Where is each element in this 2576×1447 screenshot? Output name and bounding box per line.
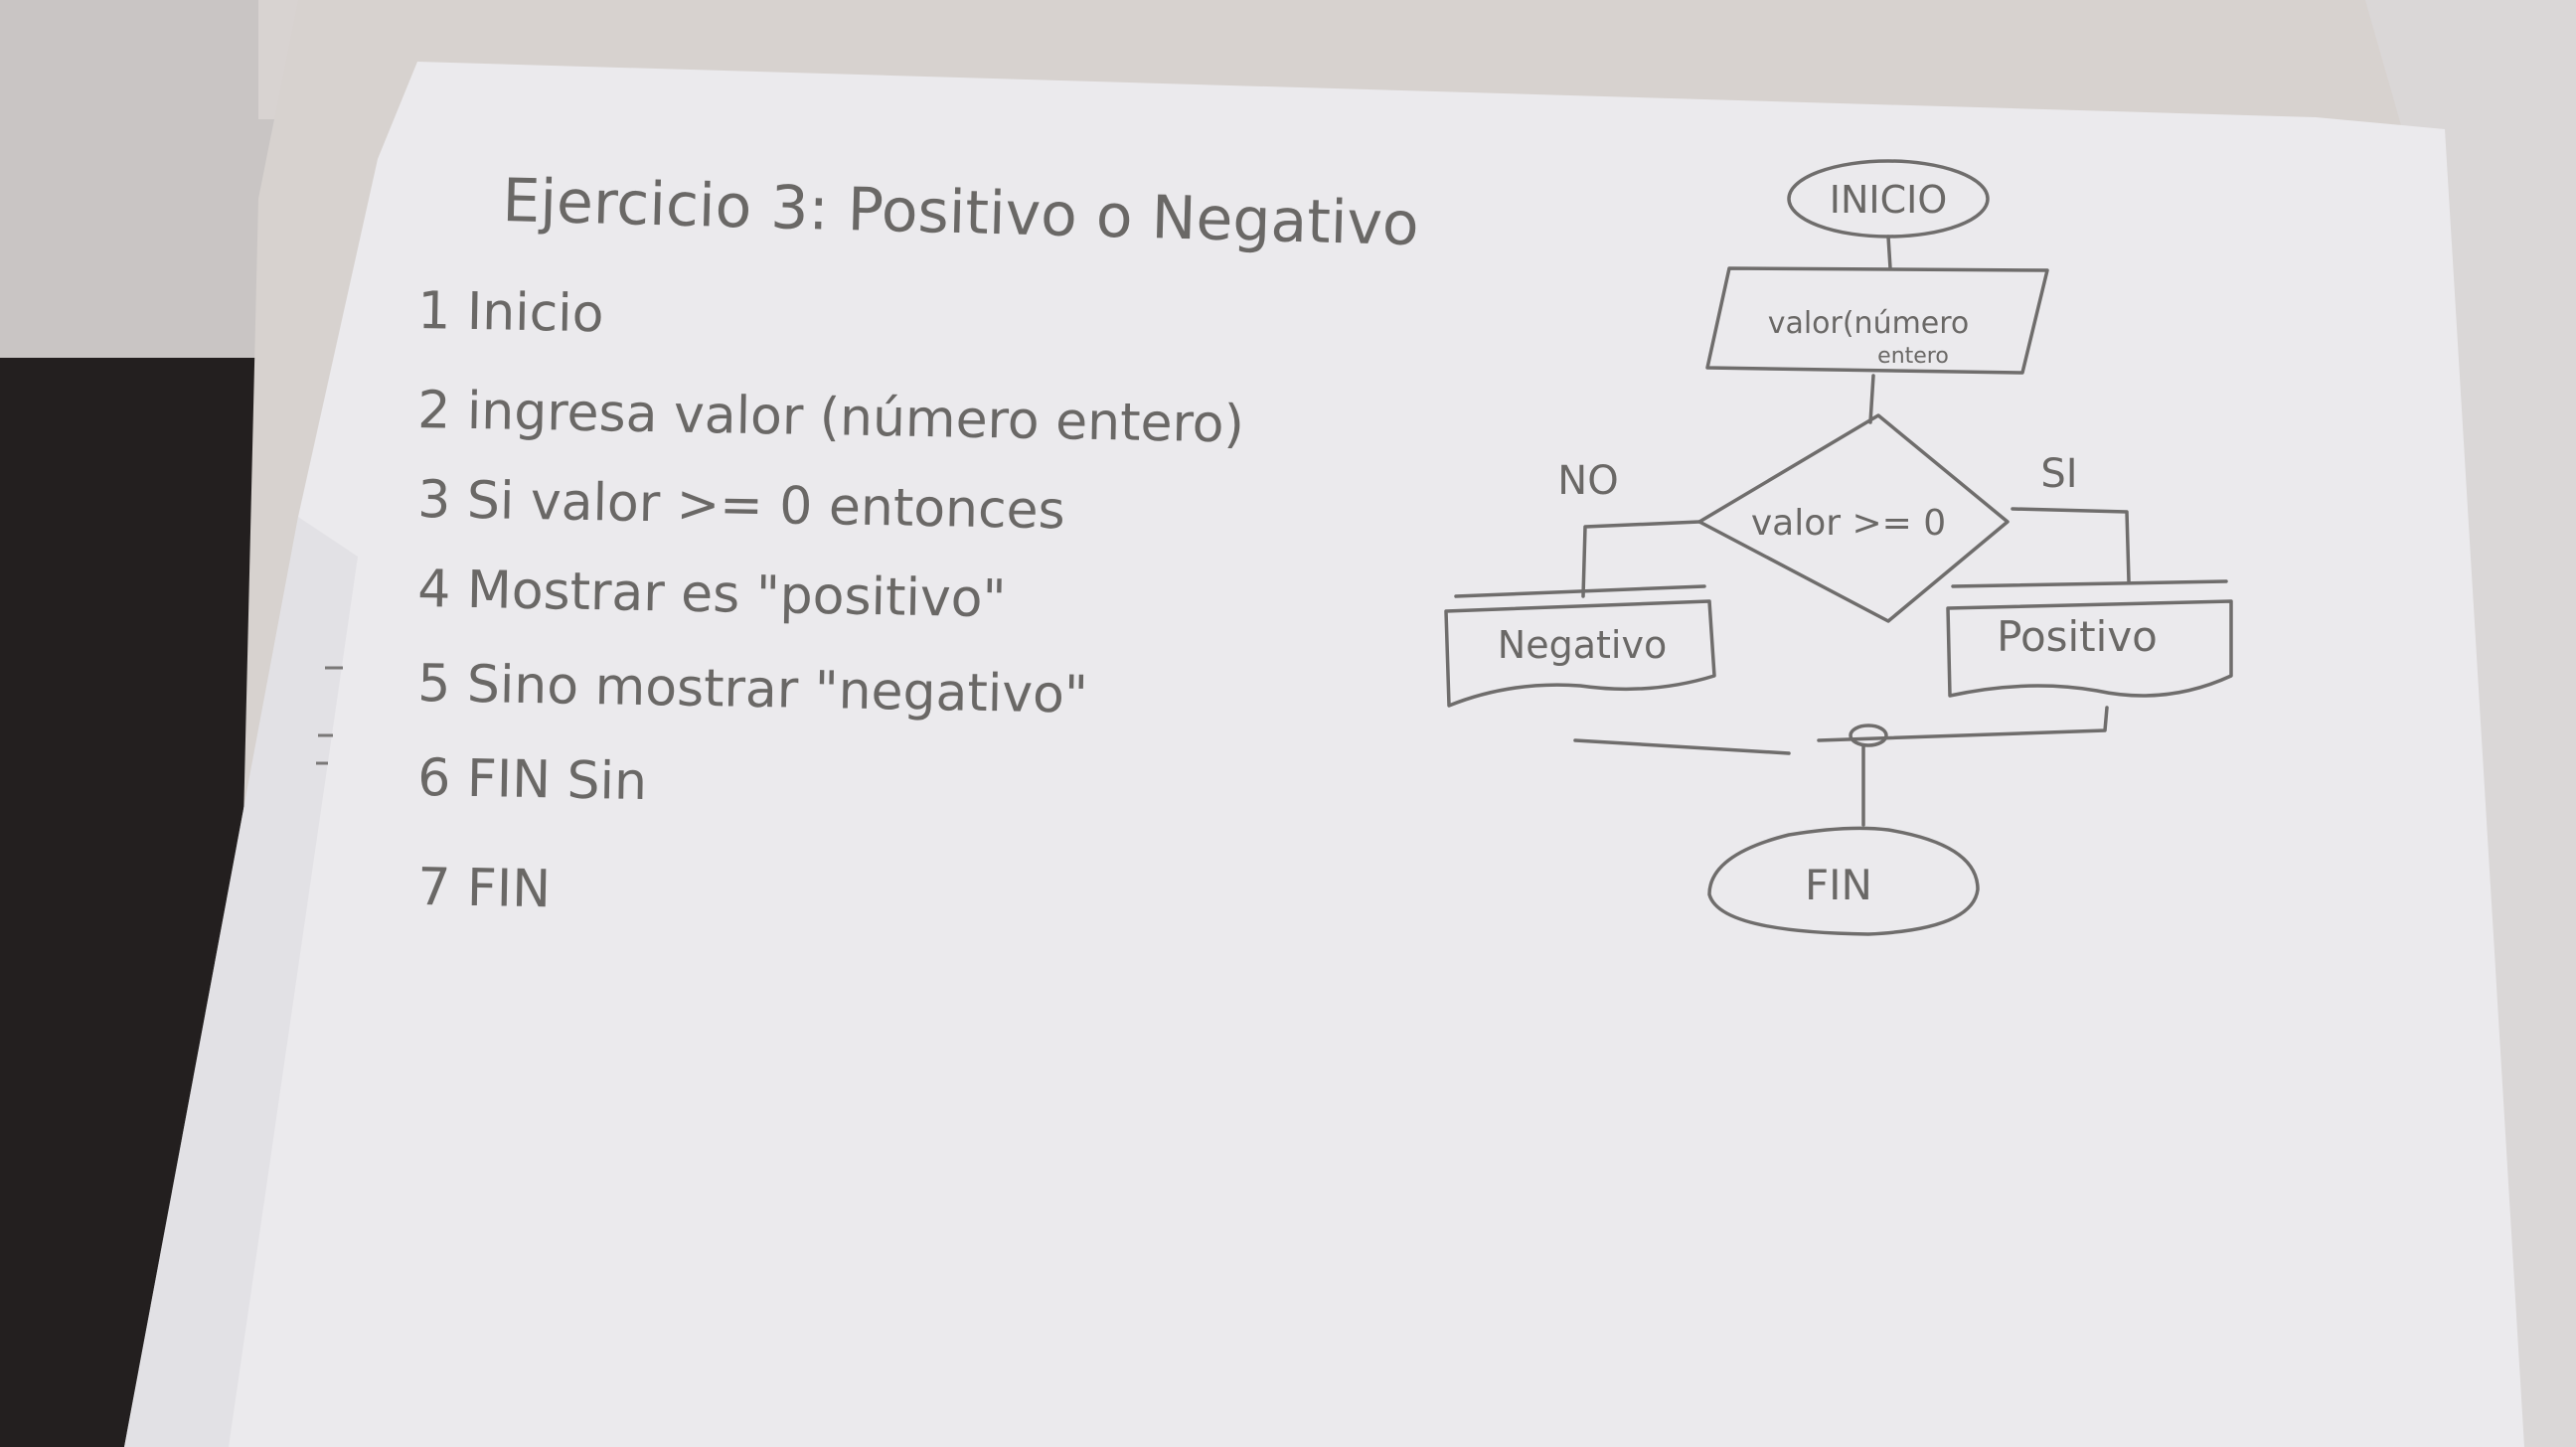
positive-output-shape <box>1946 599 2233 698</box>
paper-sheet <box>124 62 2524 1447</box>
connector-start-input <box>1886 235 1892 270</box>
decision-diamond <box>1697 413 2010 623</box>
end-label: FIN <box>1805 861 1872 909</box>
connector-yes-branch <box>2011 507 2131 583</box>
input-label-line2: entero <box>1877 344 1949 369</box>
step-4: 4 Mostrar es "positivo" <box>417 560 1007 629</box>
step-7: 7 FIN <box>417 858 552 919</box>
step-2: 2 ingresa valor (número entero) <box>417 381 1245 455</box>
step-5: 5 Sino mostrar "negativo" <box>417 654 1089 725</box>
paper-shadow <box>124 517 358 1447</box>
step-1: 1 Inicio <box>417 281 604 344</box>
flowchart-labels: INICIO valor(número entero valor >= 0 NO… <box>1498 178 2158 909</box>
decision-label: valor >= 0 <box>1751 503 1946 544</box>
connector-positive-merge <box>1817 706 2109 742</box>
connector-negative-merge <box>1573 738 1791 755</box>
step-3: 3 Si valor >= 0 entonces <box>417 470 1065 541</box>
yes-label: SI <box>2040 451 2077 497</box>
negative-output-shape <box>1444 599 1716 708</box>
flowchart <box>1444 159 2233 936</box>
margin-marks <box>316 666 343 765</box>
connector-input-decision <box>1868 374 1875 424</box>
start-label: INICIO <box>1830 178 1948 222</box>
positive-output-label: Positivo <box>1997 612 2158 661</box>
no-label: NO <box>1557 458 1618 504</box>
input-parallelogram <box>1705 266 2049 375</box>
input-label-line1: valor(número <box>1768 306 1970 341</box>
negative-output-label: Negativo <box>1498 623 1667 667</box>
algorithm-steps: 1 Inicio 2 ingresa valor (número entero)… <box>417 281 1245 919</box>
merge-junction <box>1849 724 1888 747</box>
connector-no-branch <box>1581 520 1701 598</box>
step-6: 6 FIN Sin <box>417 748 648 812</box>
end-terminal <box>1707 826 1980 936</box>
